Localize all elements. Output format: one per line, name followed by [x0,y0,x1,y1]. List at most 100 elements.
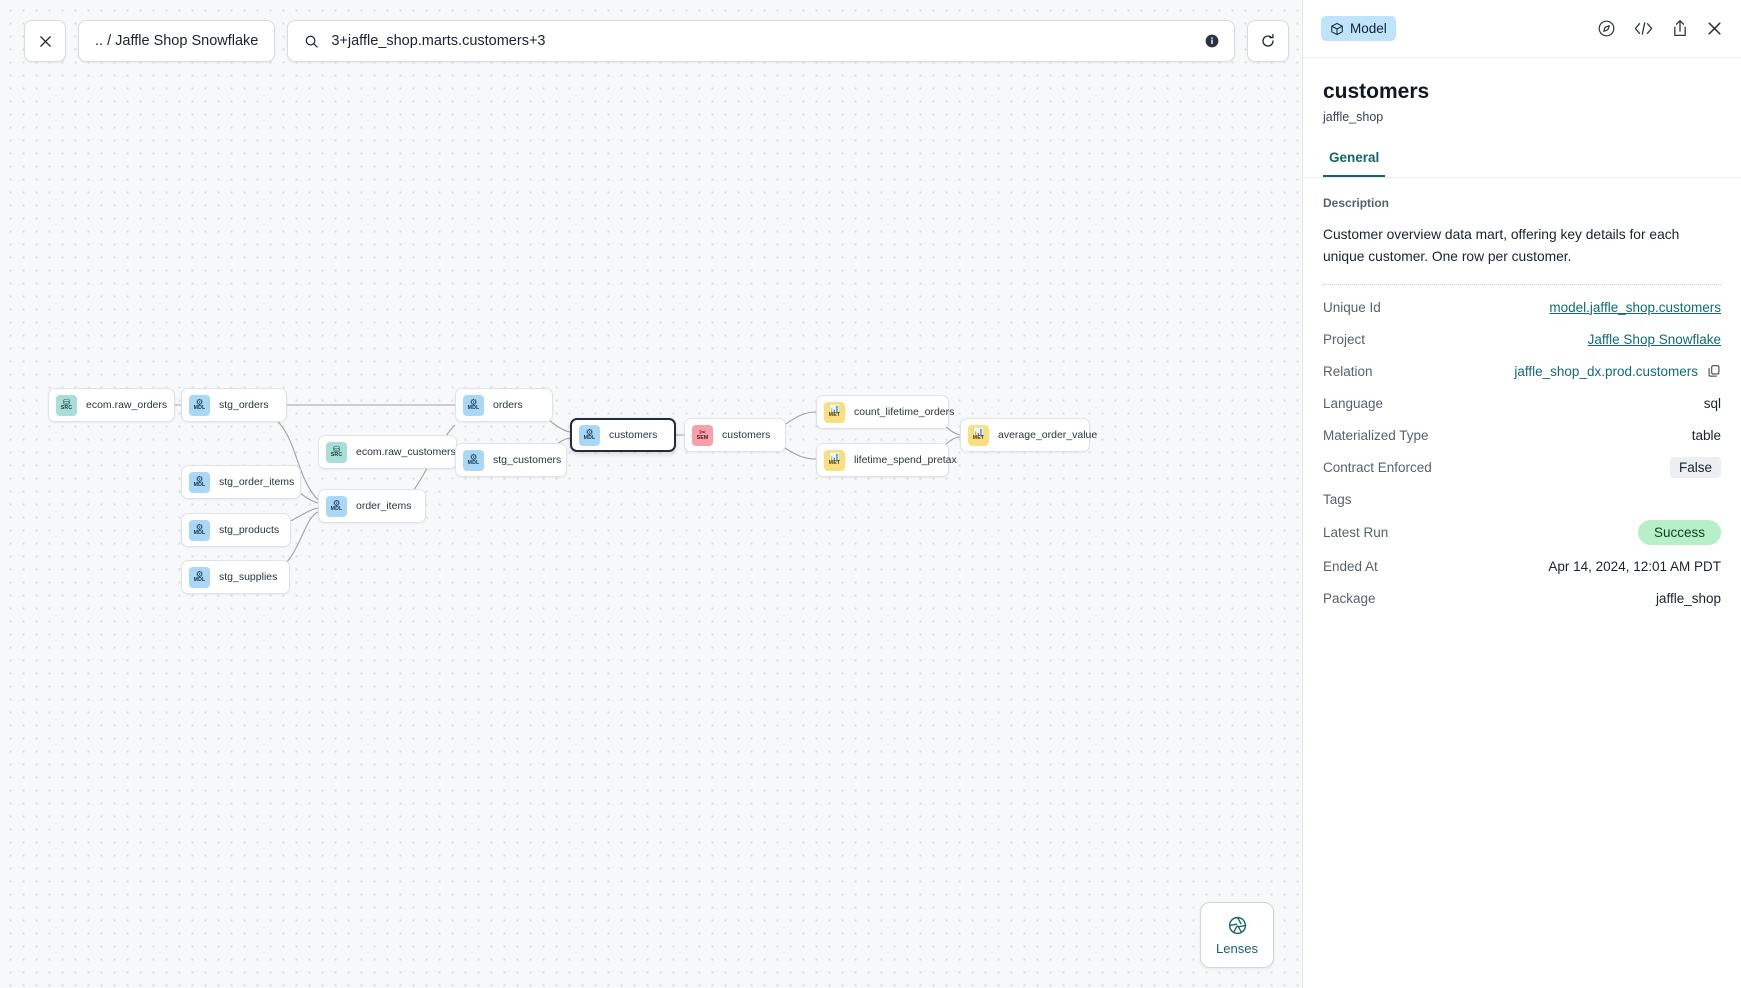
detail-panel: Model customers jaffle_shop [1302,0,1741,988]
lineage-node-label: stg_orders [219,399,269,411]
status-badge: Success [1637,520,1721,545]
lineage-node-label: customers [722,429,771,441]
lineage-node-label: ecom.raw_customers [356,446,456,458]
lineage-node-stg_customers[interactable]: ⚙MDL stg_customers [455,443,567,477]
detail-row-link[interactable]: Jaffle Shop Snowflake [1587,331,1721,347]
lineage-node-lifetime_spend_pretax[interactable]: 📊MET lifetime_spend_pretax [816,443,957,477]
detail-row-value: jaffle_shop_dx.prod.customers [1514,363,1698,379]
lineage-node-customers_model[interactable]: ⚙MDL customers [570,418,676,452]
resource-type-label: Model [1350,21,1387,36]
tab-general[interactable]: General [1323,150,1386,177]
detail-row: Project Jaffle Shop Snowflake [1323,323,1721,355]
copy-icon[interactable] [1707,364,1721,378]
breadcrumb[interactable]: .. / Jaffle Shop Snowflake [78,20,276,62]
lineage-node-label: stg_products [219,524,280,536]
page-subtitle: jaffle_shop [1323,110,1384,124]
detail-row: Tags [1323,483,1721,515]
detail-row-key: Language [1323,395,1384,411]
panel-header-actions [1597,19,1723,38]
canvas-toolbar: .. / Jaffle Shop Snowflake 3+jaffle_shop… [24,20,1290,62]
met-badge-icon: 📊MET [824,449,845,471]
refresh-icon [1260,33,1276,49]
detail-row: Materialized Type table [1323,419,1721,451]
panel-header: Model [1303,0,1741,58]
close-panel-icon[interactable] [1706,20,1723,37]
lineage-node-label: order_items [356,500,412,512]
detail-row: Relation jaffle_shop_dx.prod.customers [1323,355,1721,387]
mdl-badge-icon: ⚙MDL [326,495,347,517]
share-icon[interactable] [1671,19,1689,38]
mdl-badge-icon: ⚙MDL [579,424,600,446]
lineage-node-ecom_raw_orders[interactable]: ⛁SRC ecom.raw_orders [48,388,175,422]
lineage-node-order_items[interactable]: ⚙MDL order_items [318,489,426,523]
detail-row-key: Materialized Type [1323,427,1429,443]
sem-badge-icon: ✂SEM [692,424,713,446]
lineage-node-stg_order_items[interactable]: ⚙MDL stg_order_items [181,465,301,499]
breadcrumb-label: .. / Jaffle Shop Snowflake [95,33,259,49]
detail-row: Latest Run Success [1323,515,1721,550]
lineage-node-orders[interactable]: ⚙MDL orders [455,388,553,422]
detail-row: Ended At Apr 14, 2024, 12:01 AM PDT [1323,550,1721,582]
lenses-button[interactable]: Lenses [1200,902,1274,968]
lenses-icon [1227,915,1248,936]
lineage-node-label: orders [493,399,523,411]
resource-type-chip[interactable]: Model [1321,16,1396,41]
mdl-badge-icon: ⚙MDL [463,394,484,416]
lineage-node-label: stg_order_items [219,476,295,488]
detail-row-key: Package [1323,590,1376,606]
mdl-badge-icon: ⚙MDL [189,471,210,493]
lineage-node-label: customers [609,429,658,441]
detail-row-key: Relation [1323,363,1373,379]
lineage-icon[interactable] [1597,19,1616,38]
mdl-badge-icon: ⚙MDL [463,449,484,471]
code-icon[interactable] [1633,19,1654,38]
detail-row: Unique Id model.jaffle_shop.customers [1323,291,1721,323]
lineage-node-stg_supplies[interactable]: ⚙MDL stg_supplies [181,560,290,594]
close-icon [38,34,53,49]
description-label: Description [1323,196,1390,210]
detail-row-key: Project [1323,331,1366,347]
src-badge-icon: ⛁SRC [326,441,347,463]
panel-body: Description Customer overview data mart,… [1303,178,1741,614]
mdl-badge-icon: ⚙MDL [189,394,210,416]
detail-row-value: table [1691,427,1721,443]
lineage-node-label: ecom.raw_orders [86,399,168,411]
lineage-node-stg_orders[interactable]: ⚙MDL stg_orders [181,388,287,422]
detail-row-key: Ended At [1323,558,1378,574]
search-input[interactable]: 3+jaffle_shop.marts.customers+3 [331,33,546,49]
lineage-node-ecom_raw_customers[interactable]: ⛁SRC ecom.raw_customers [318,435,457,469]
lineage-node-label: stg_customers [493,454,562,466]
met-badge-icon: 📊MET [968,424,989,446]
detail-row-link[interactable]: model.jaffle_shop.customers [1549,299,1721,315]
lineage-node-label: lifetime_spend_pretax [854,454,957,466]
refresh-button[interactable] [1247,20,1290,62]
lineage-node-customers_semantic[interactable]: ✂SEM customers [684,418,786,452]
lenses-label: Lenses [1216,940,1258,956]
met-badge-icon: 📊MET [824,401,845,423]
detail-row-value: sql [1703,395,1721,411]
panel-title-wrap: customers jaffle_shop [1303,58,1741,124]
info-icon[interactable] [1204,33,1220,49]
mdl-badge-icon: ⚙MDL [189,566,210,588]
relation-value-wrap: jaffle_shop_dx.prod.customers [1514,364,1721,379]
lineage-node-stg_products[interactable]: ⚙MDL stg_products [181,513,291,547]
src-badge-icon: ⛁SRC [56,394,77,416]
detail-row-value: Apr 14, 2024, 12:01 AM PDT [1548,558,1721,574]
lineage-node-label: stg_supplies [219,571,278,583]
detail-row-key: Latest Run [1323,525,1389,540]
detail-row-key: Unique Id [1323,299,1381,315]
lineage-canvas[interactable]: .. / Jaffle Shop Snowflake 3+jaffle_shop… [0,0,1302,988]
search-icon [304,34,319,49]
page-title: customers [1323,80,1430,103]
mdl-badge-icon: ⚙MDL [189,519,210,541]
description-text: Customer overview data mart, offering ke… [1323,227,1680,264]
detail-row-key: Contract Enforced [1323,459,1432,475]
close-lineage-button[interactable] [24,20,66,62]
lineage-search[interactable]: 3+jaffle_shop.marts.customers+3 [287,20,1236,62]
divider [1323,284,1721,285]
